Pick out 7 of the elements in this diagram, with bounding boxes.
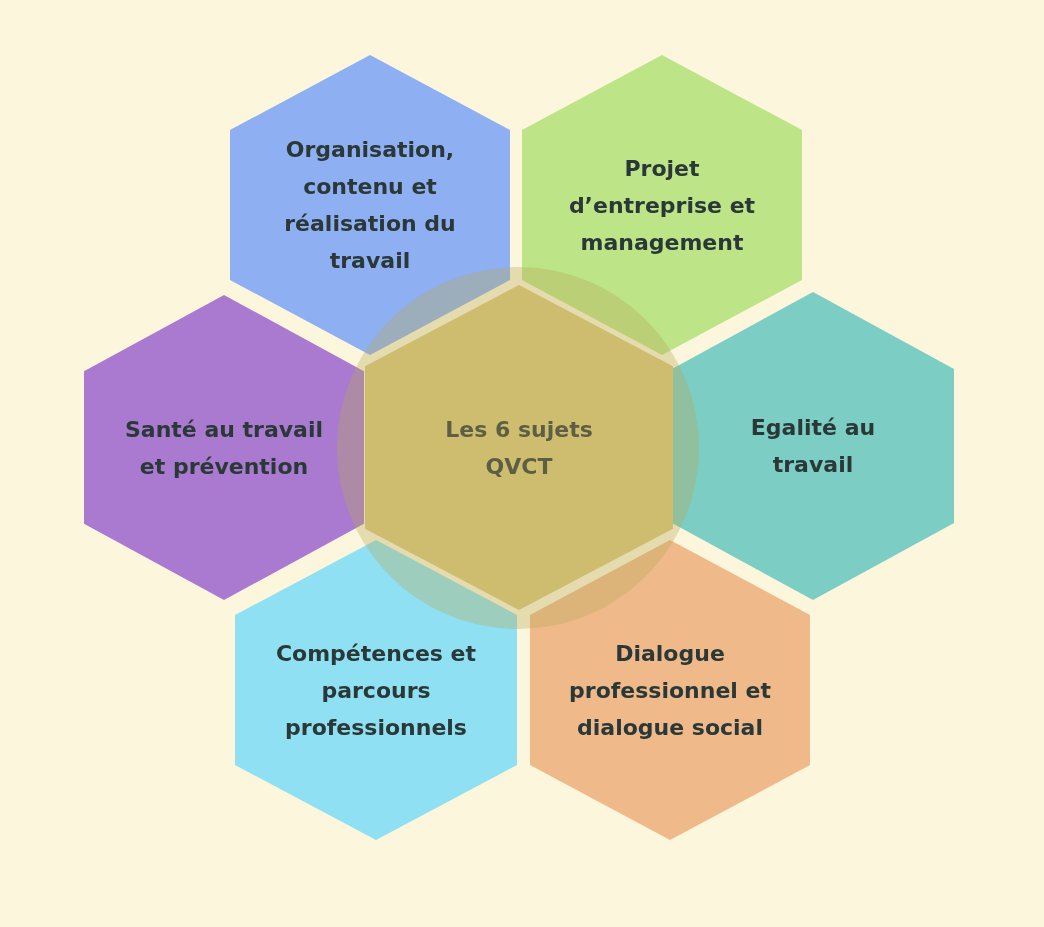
hexagon-label: Les 6 sujets QVCT [444,415,594,481]
hexagon-label: Organisation, contenu et réalisation du travail [283,136,457,275]
hexagon-label: Egalité au travail [749,414,877,479]
hexagon-label: Dialogue professionnel et dialogue social [568,639,772,742]
hexagon-label: Compétences et parcours professionnels [274,639,478,742]
hexagon-label: Santé au travail et prévention [123,415,325,481]
hexagon-label: Projet d’entreprise et management [567,154,757,257]
